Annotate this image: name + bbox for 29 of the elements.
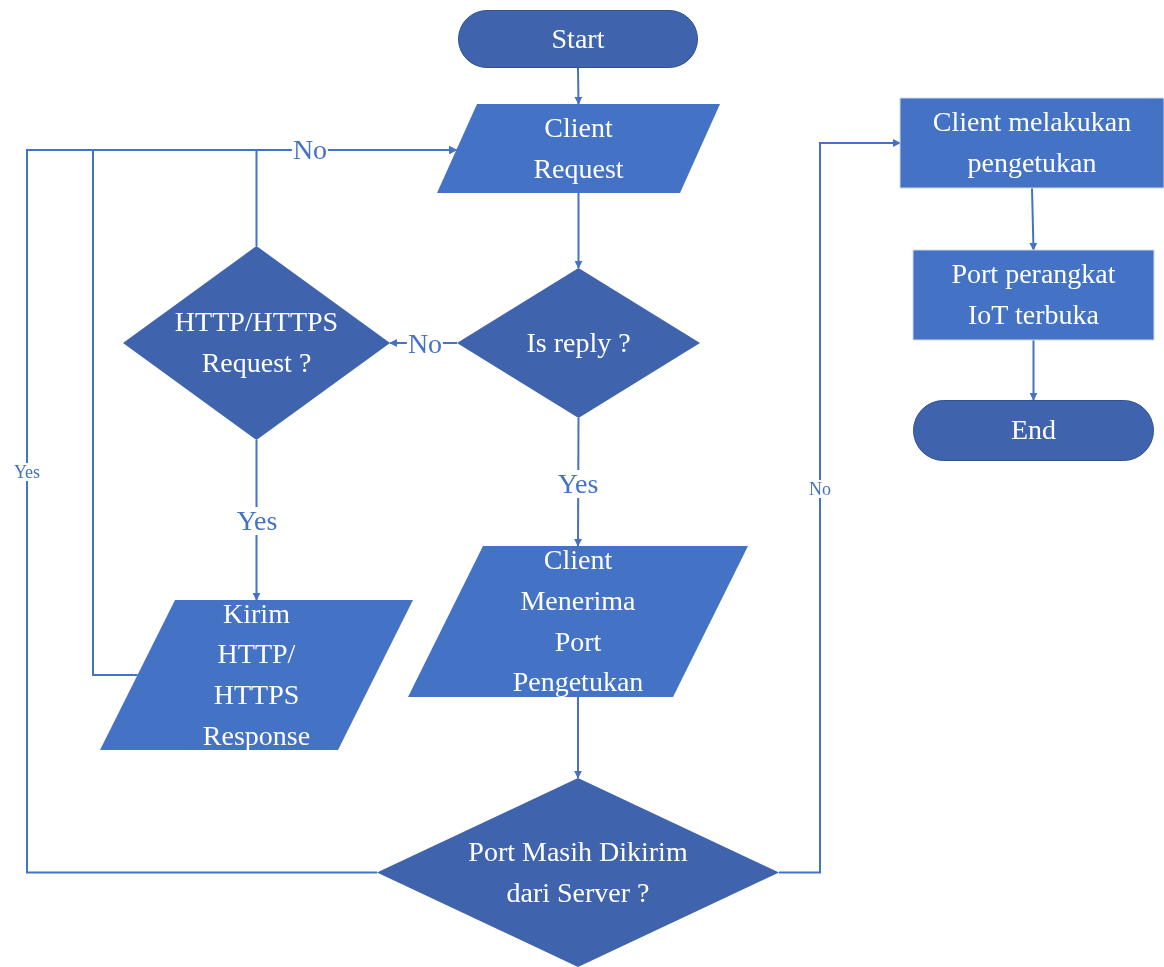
node-label: Is reply ? [526,325,631,360]
node-label: HTTP/HTTPS Request ? [173,305,340,380]
arrow [778,139,901,874]
arrow [574,67,583,105]
node-label: Client Menerima Port Pengetukan [511,543,645,700]
edge-label: Yes [235,507,279,535]
decision-diamond [457,268,700,418]
decision-diamond [377,778,779,967]
data-parallelogram [408,546,748,697]
data-parallelogram [437,104,720,193]
node-label: Client melakukan pengetukan [931,105,1133,180]
node-label: Port Masih Dikirim dari Server ? [467,834,689,910]
node-label: Kirim HTTP/ HTTPS Response [201,596,312,753]
arrow [26,146,458,874]
decision-diamond [123,246,390,440]
node-label: Start [551,21,605,56]
edge-label: Yes [12,463,42,481]
process-box [913,250,1154,340]
edge-label: Yes [556,470,600,498]
node-label: Client Request [532,110,625,186]
arrow [574,192,583,269]
data-parallelogram [100,600,413,750]
process-box [900,98,1164,188]
arrow [1029,187,1038,251]
arrow [574,696,582,779]
arrow [1029,339,1038,401]
edge-label: No [808,480,832,498]
node-label: Port perangkat IoT terbuka [950,257,1117,332]
node-label: End [1010,413,1057,448]
